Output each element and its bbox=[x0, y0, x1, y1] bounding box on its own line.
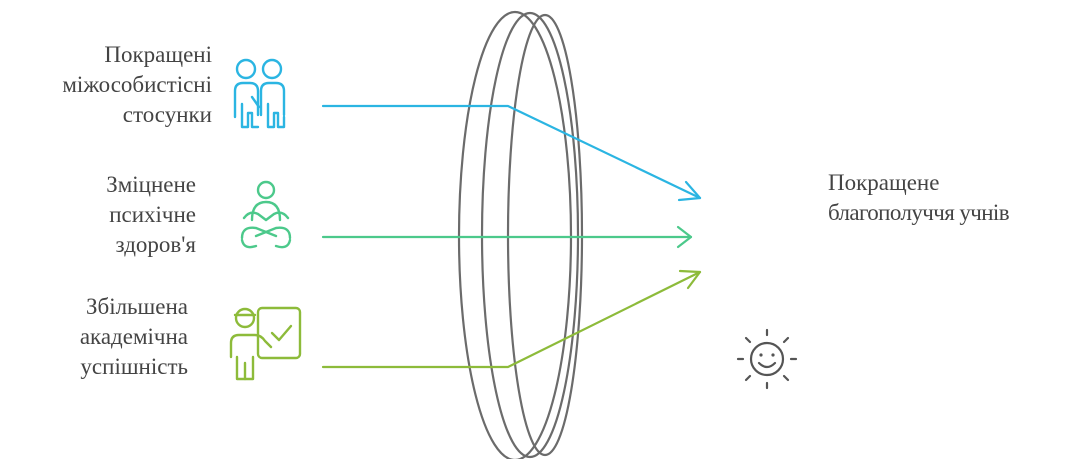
label-line: Зміцнене bbox=[106, 170, 196, 200]
label-line: стосунки bbox=[62, 100, 212, 130]
label-line: здоров'я bbox=[106, 230, 196, 260]
input-label-relationships: Покращені міжособистісні стосунки bbox=[62, 40, 212, 130]
meditation-icon bbox=[242, 182, 290, 247]
label-line: міжособистісні bbox=[62, 70, 212, 100]
input-label-mental-health: Зміцнене психічне здоров'я bbox=[106, 170, 196, 260]
lens-front-face bbox=[459, 12, 571, 459]
output-label-wellbeing: Покращене благополуччя учнів bbox=[828, 168, 1009, 228]
lens bbox=[459, 12, 582, 459]
label-line: Покращені bbox=[62, 40, 212, 70]
people-icon bbox=[235, 60, 284, 127]
label-line: Збільшена bbox=[80, 292, 188, 322]
student-checklist-icon bbox=[231, 308, 300, 379]
label-line: благополуччя учнів bbox=[828, 198, 1009, 228]
label-line: психічне bbox=[106, 200, 196, 230]
label-line: успішність bbox=[80, 352, 188, 382]
label-line: академічна bbox=[80, 322, 188, 352]
label-line: Покращене bbox=[828, 168, 1009, 198]
input-label-academic: Збільшена академічна успішність bbox=[80, 292, 188, 382]
smiling-sun-icon bbox=[738, 330, 796, 388]
